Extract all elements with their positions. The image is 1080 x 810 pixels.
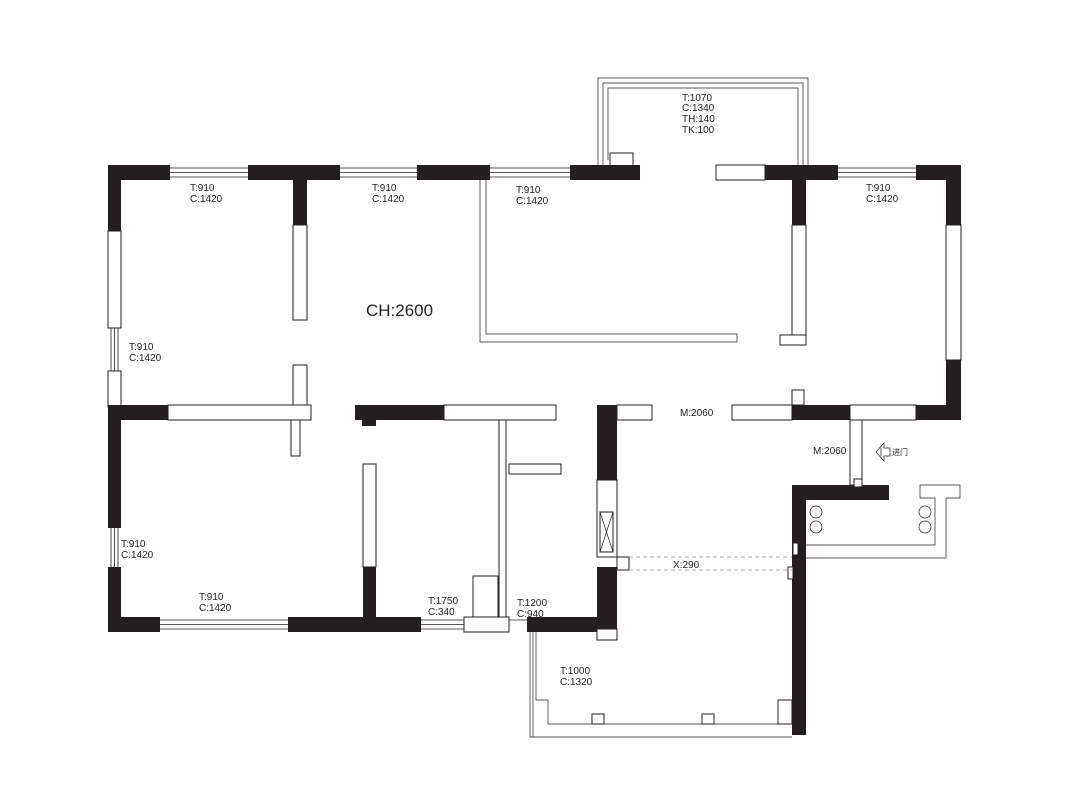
svg-text:C:1420: C:1420 [372, 194, 405, 205]
interior-walls [108, 180, 961, 641]
svg-text:T:910: T:910 [121, 539, 146, 550]
left-windows [110, 328, 119, 567]
door-label: M:2060 [813, 446, 847, 457]
living-partition [479, 180, 738, 343]
svg-text:T:1070: T:1070 [682, 93, 712, 104]
window-label: T:910 C:1420 [372, 183, 405, 205]
window-label: T:1200 C:940 [517, 598, 547, 620]
svg-text:T:1750: T:1750 [428, 596, 458, 607]
balcony-outline [597, 77, 809, 165]
entrance-arrow-icon [875, 442, 891, 462]
top-windows [170, 167, 916, 178]
svg-text:T:910: T:910 [199, 592, 224, 603]
svg-text:T:910: T:910 [516, 185, 541, 196]
svg-text:T:910: T:910 [129, 342, 154, 353]
svg-text:C:1420: C:1420 [121, 550, 154, 561]
bottom-exterior-wall [108, 616, 617, 633]
left-exterior-wall [107, 165, 122, 632]
svg-text:C:1340: C:1340 [682, 103, 715, 114]
window-label: T:1000 C:1320 [560, 666, 593, 688]
bottom-windows [160, 619, 527, 630]
dimension-label: X:290 [673, 560, 700, 571]
svg-text:C:1320: C:1320 [560, 677, 593, 688]
lower-balcony [529, 632, 793, 738]
window-label: T:910 C:1420 [121, 539, 154, 561]
svg-text:T:910: T:910 [866, 183, 891, 194]
svg-text:T:1200: T:1200 [517, 598, 547, 609]
svg-text:C:1420: C:1420 [516, 196, 549, 207]
svg-text:T:1000: T:1000 [560, 666, 590, 677]
entrance-label: 进门 [892, 447, 908, 457]
window-label: T:910 C:1420 [866, 183, 899, 205]
right-exterior-wall [945, 165, 962, 420]
svg-text:C:940: C:940 [517, 609, 544, 620]
svg-text:TK:100: TK:100 [682, 125, 715, 136]
entrance-area [787, 419, 961, 735]
window-label: T:910 C:1420 [199, 592, 232, 614]
balcony-window-label: T:1070 C:1340 TH:140 TK:100 [682, 93, 715, 136]
window-label: T:1750 C:340 [428, 596, 458, 618]
svg-text:T:910: T:910 [372, 183, 397, 194]
svg-text:T:910: T:910 [190, 183, 215, 194]
svg-text:TH:140: TH:140 [682, 114, 715, 125]
svg-text:C:1420: C:1420 [199, 603, 232, 614]
window-label: T:910 C:1420 [516, 185, 549, 207]
svg-text:C:340: C:340 [428, 607, 455, 618]
svg-text:C:1420: C:1420 [866, 194, 899, 205]
svg-text:C:1420: C:1420 [190, 194, 223, 205]
window-label: T:910 C:1420 [129, 342, 162, 364]
ceiling-height-label: CH:2600 [366, 301, 433, 320]
window-label: T:910 C:1420 [190, 183, 223, 205]
dimension-lines [629, 556, 792, 571]
balcony-column [609, 152, 634, 168]
door-label: M:2060 [680, 408, 714, 419]
svg-text:C:1420: C:1420 [129, 353, 162, 364]
